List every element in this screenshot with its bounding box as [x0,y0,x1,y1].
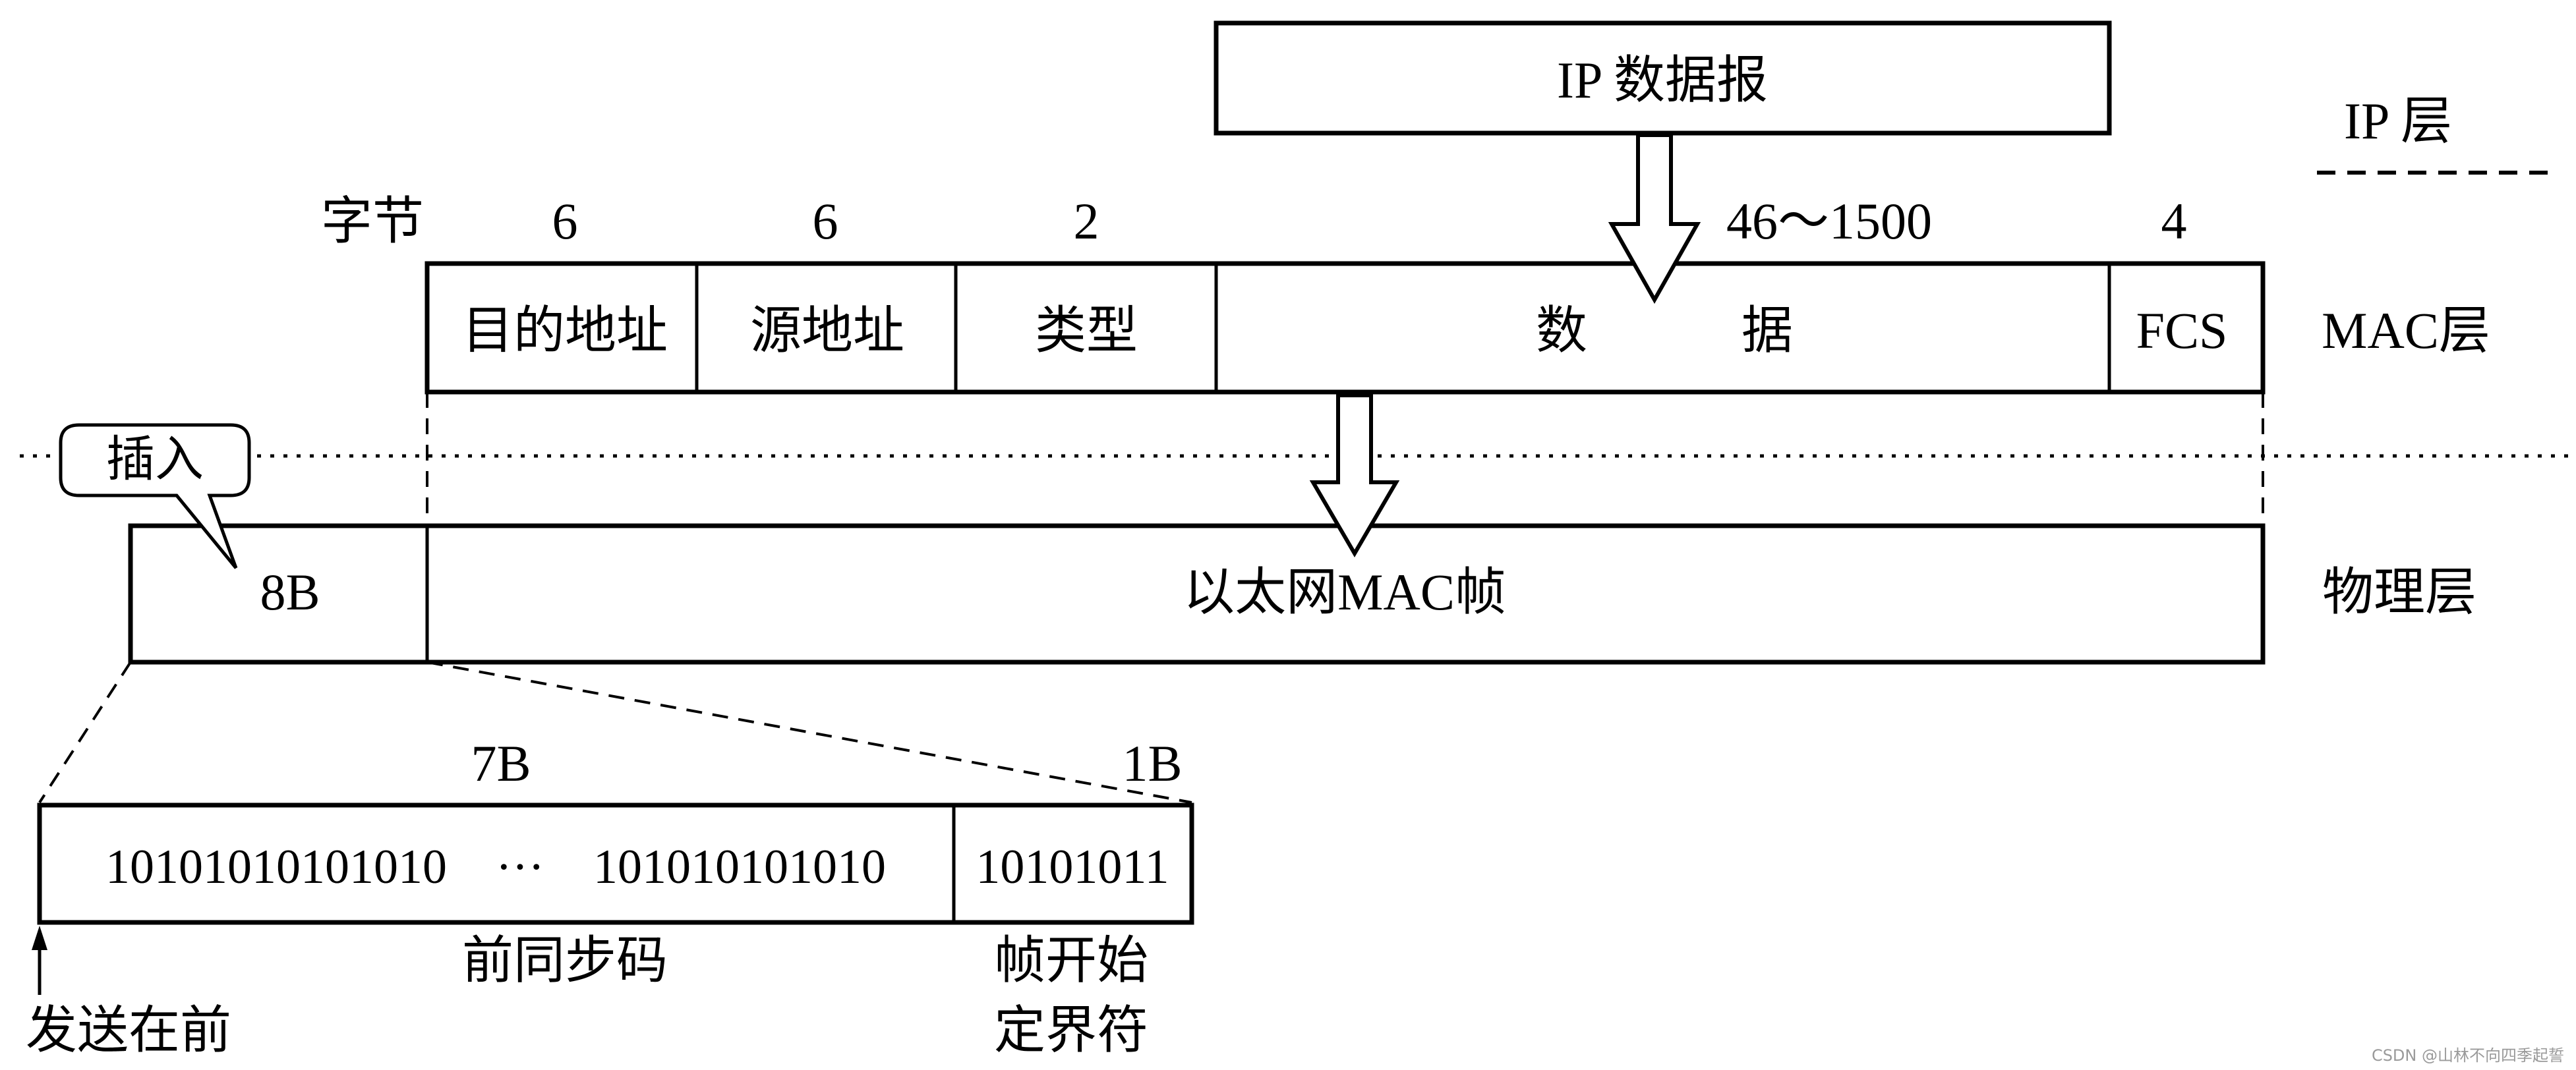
ip-datagram-label: IP 数据报 [1557,51,1768,109]
encapsulate-arrow-mac-to-phy [1309,393,1400,557]
watermark: CSDN @山林不向四季起誓 [2372,1046,2564,1065]
byte-label: 字节 [321,192,424,250]
physical-layer-label: 物理层 [2322,563,2476,621]
expand-line-left [38,661,132,804]
encapsulate-arrow-ip-to-mac [1608,133,1701,304]
field-dest-address: 目的地址 [462,302,668,359]
field-size-type: 2 [1074,192,1099,250]
insert-label: 插入 [106,433,204,487]
field-size-src: 6 [813,192,838,250]
send-first-arrowhead [32,926,47,950]
field-fcs: FCS [2136,302,2228,359]
mac-layer-label: MAC层 [2322,302,2490,359]
expand-line-right [426,661,1192,804]
ethernet-mac-frame-label: 以太网MAC帧 [1183,563,1506,621]
insert-callout [59,423,251,569]
field-src-address: 源地址 [750,302,904,359]
field-size-dest: 6 [552,192,578,250]
preamble-size: 8B [260,563,320,621]
sync-label: 前同步码 [462,932,668,989]
send-first-label: 发送在前 [26,1001,231,1059]
ip-datagram-box [1214,20,2112,136]
field-data: 数 据 [1536,302,1793,359]
field-type: 类型 [1035,302,1138,359]
ip-layer-label: IP 层 [2344,92,2452,150]
sfd-bits: 10101011 [976,840,1169,894]
sfd-label-line2: 定界符 [994,1001,1148,1059]
sync-bits: 10101010101010 ··· 101010101010 [105,840,886,894]
physical-frame-box [128,523,2266,665]
field-size-data: 46～1500 [1726,192,1932,250]
preamble-detail-box [37,802,1194,925]
mac-frame-box [424,261,2266,395]
sync-size: 7B [471,735,531,792]
sfd-label-line1: 帧开始 [994,932,1148,989]
sfd-size: 1B [1122,735,1182,792]
field-size-fcs: 4 [2161,192,2187,250]
